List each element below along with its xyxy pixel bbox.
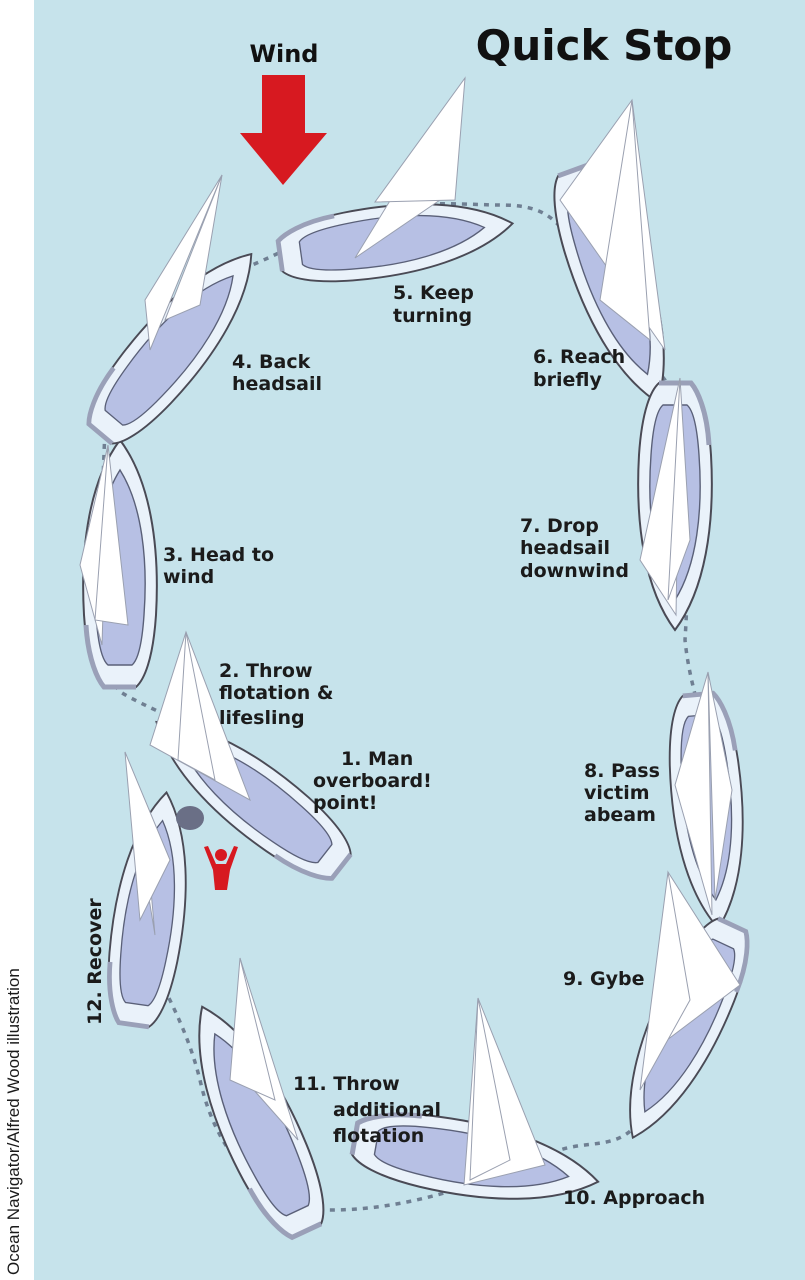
step-1-line-1: 1. Man <box>341 748 413 770</box>
mainsail-step-8 <box>674 671 713 916</box>
boat-group <box>74 76 764 1246</box>
step-1-line-3: point! <box>313 792 377 814</box>
jib-step-12 <box>124 751 171 922</box>
flotation-marker <box>176 806 204 830</box>
jib-step-5 <box>374 76 466 203</box>
jib-step-3 <box>94 444 129 626</box>
step-5-line-2: turning <box>393 305 472 327</box>
step-10-line-1: 10. Approach <box>563 1187 705 1209</box>
step-label-4: 4. Back headsail <box>232 351 322 395</box>
diagram-title: Quick Stop <box>476 21 733 70</box>
step-7-line-2: headsail <box>520 537 610 559</box>
step-label-11: 11. Throw additional flotation <box>293 1073 441 1147</box>
step-label-8: 8. Pass victim abeam <box>584 760 660 826</box>
wind-arrow <box>240 75 327 185</box>
jib-step-9 <box>639 871 691 1091</box>
step-label-2: 2. Throw flotation & lifesling <box>219 660 333 729</box>
step-label-5: 5. Keep turning <box>393 282 474 327</box>
step-8-line-2: victim <box>584 782 650 804</box>
step-label-9: 9. Gybe <box>563 968 645 990</box>
step-2-line-1: 2. Throw <box>219 660 313 682</box>
step-2-line-3: lifesling <box>219 707 305 729</box>
step-label-12: 12. Recover <box>84 898 106 1025</box>
step-9-line-1: 9. Gybe <box>563 968 645 990</box>
step-label-3: 3. Head to wind <box>163 544 274 588</box>
mainsail-step-4 <box>144 174 223 351</box>
man-overboard-figure <box>204 846 238 890</box>
step-5-line-1: 5. Keep <box>393 282 474 304</box>
step-11-line-2: additional <box>333 1099 441 1121</box>
step-7-line-1: 7. Drop <box>520 515 599 537</box>
jib-step-10 <box>469 997 511 1181</box>
illustration-credit: Ocean Navigator/Alfred Wood illustration <box>4 968 23 1275</box>
step-label-10: 10. Approach <box>563 1187 705 1209</box>
step-label-1: 1. Man overboard! point! <box>313 748 432 814</box>
jib-step-1 <box>177 631 216 781</box>
step-4-line-2: headsail <box>232 373 322 395</box>
step-label-6: 6. Reach briefly <box>533 346 625 391</box>
step-7-line-3: downwind <box>520 560 629 582</box>
step-6-line-2: briefly <box>533 369 602 391</box>
step-8-line-3: abeam <box>584 804 656 826</box>
wind-label: Wind <box>250 40 319 68</box>
step-12-line-1: 12. Recover <box>84 898 106 1025</box>
step-2-line-2: flotation & <box>219 682 333 704</box>
step-11-line-3: flotation <box>333 1125 424 1147</box>
jib-step-8 <box>707 671 733 901</box>
step-6-line-1: 6. Reach <box>533 346 625 368</box>
step-label-7: 7. Drop headsail downwind <box>520 515 629 582</box>
jib-step-7 <box>667 377 691 601</box>
step-8-line-1: 8. Pass <box>584 760 660 782</box>
step-3-line-2: wind <box>163 566 214 588</box>
jib-step-4 <box>164 174 223 321</box>
step-11-line-1: 11. Throw <box>293 1073 400 1095</box>
jib-step-11 <box>229 957 276 1101</box>
step-3-line-1: 3. Head to <box>163 544 274 566</box>
step-4-line-1: 4. Back <box>232 351 311 373</box>
step-1-line-2: overboard! <box>313 770 432 792</box>
jib-step-6 <box>599 99 651 342</box>
